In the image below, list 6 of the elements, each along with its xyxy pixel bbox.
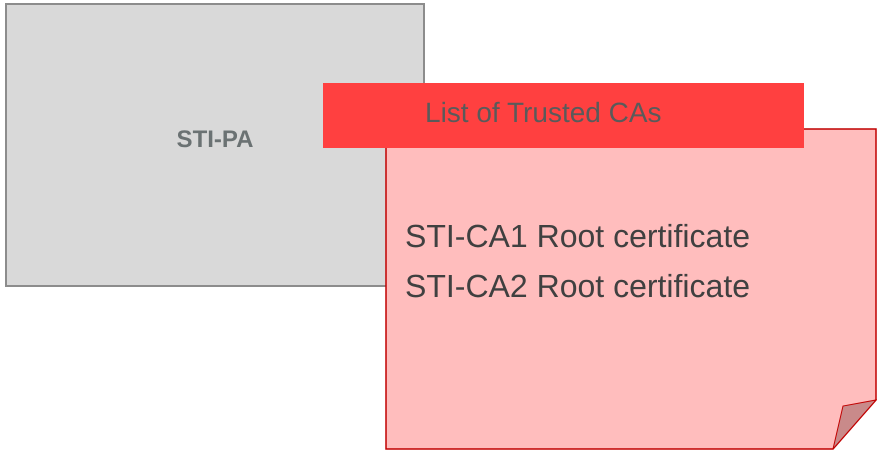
banner-title: List of Trusted CAs xyxy=(425,97,662,129)
certificate-entry: STI-CA1 Root certificate xyxy=(405,218,750,255)
note-card xyxy=(385,128,877,450)
node-label: STI-PA xyxy=(176,126,254,154)
header-banner xyxy=(323,83,804,148)
certificate-entry: STI-CA2 Root certificate xyxy=(405,268,750,305)
